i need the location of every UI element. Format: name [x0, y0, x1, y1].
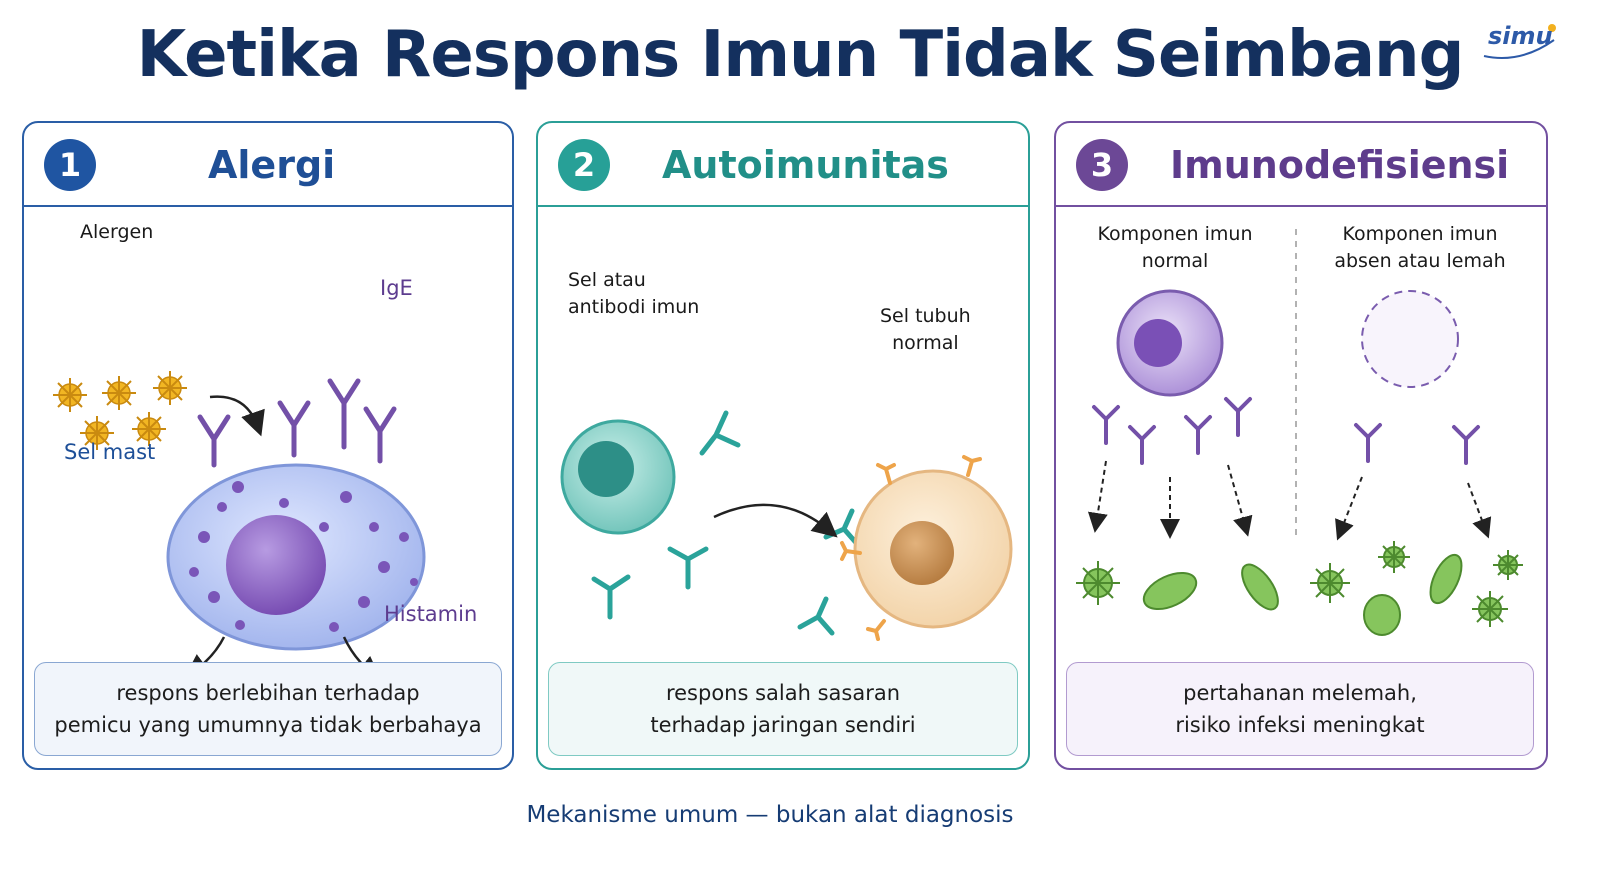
immunodeficiency-illustration [1076, 229, 1523, 636]
immune-cell-nucleus [578, 441, 634, 497]
panel-caption: pertahanan melemah, risiko infeksi menin… [1066, 662, 1534, 756]
antibodies [591, 410, 861, 636]
absent-immune-cell [1361, 290, 1459, 388]
footer-note: Mekanisme umum — bukan alat diagnosis [526, 802, 1014, 828]
granules [189, 481, 418, 632]
allergen-particles [53, 371, 187, 450]
label-normal-component: Komponen imun normal [1097, 223, 1253, 272]
dashed-arrows [1087, 460, 1492, 541]
panel-allergy: 1 Alergi [22, 121, 514, 770]
antibodies-weak [1354, 423, 1480, 465]
panel-immunodeficiency: 3 Imunodefisiensi [1054, 121, 1548, 770]
panel-title: Autoimunitas [662, 143, 949, 187]
panel-header: 3 Imunodefisiensi [1056, 123, 1546, 207]
label-mast-cell: Sel mast [64, 440, 156, 464]
label-ige: IgE [380, 276, 413, 300]
allergy-illustration [53, 371, 426, 662]
antibodies-normal [1092, 397, 1252, 465]
panel-number-badge: 2 [558, 139, 610, 191]
arrow-icon [209, 395, 265, 437]
label-absent-component: Komponen imun absen atau lemah [1334, 223, 1506, 272]
autoimmunity-illustration [560, 410, 1013, 641]
label-histamine: Histamin [384, 602, 478, 626]
panel-caption: respons salah sasaran terhadap jaringan … [548, 662, 1018, 756]
bacteria [1076, 541, 1523, 636]
panel-autoimmunity: 2 Autoimunitas [536, 121, 1030, 770]
brand-logo: simu [1480, 18, 1560, 62]
mast-cell-nucleus [226, 515, 326, 615]
normal-cell-nucleus [1134, 319, 1182, 367]
panel-number-badge: 1 [44, 139, 96, 191]
label-body-cell: Sel tubuh normal [880, 305, 971, 354]
release-arrow-icon [183, 636, 226, 662]
ige-antibodies [197, 378, 397, 468]
logo-swoosh-icon [1483, 24, 1556, 59]
panel-title: Imunodefisiensi [1170, 143, 1510, 187]
page-title: Ketika Respons Imun Tidak Seimbang [136, 18, 1465, 92]
panel-title: Alergi [208, 143, 336, 187]
label-allergen: Alergen [80, 221, 154, 243]
logo-text: simu [1488, 22, 1553, 50]
release-arrow-icon [342, 636, 382, 662]
panel-number-badge: 3 [1076, 139, 1128, 191]
panel-header: 2 Autoimunitas [538, 123, 1028, 207]
panel-header: 1 Alergi [24, 123, 512, 207]
arrow-icon [713, 503, 838, 538]
panel-caption: respons berlebihan terhadap pemicu yang … [34, 662, 502, 756]
body-cell-receptors [840, 455, 982, 641]
body-cell-nucleus [890, 521, 954, 585]
label-immune-cell: Sel atau antibodi imun [568, 269, 700, 318]
